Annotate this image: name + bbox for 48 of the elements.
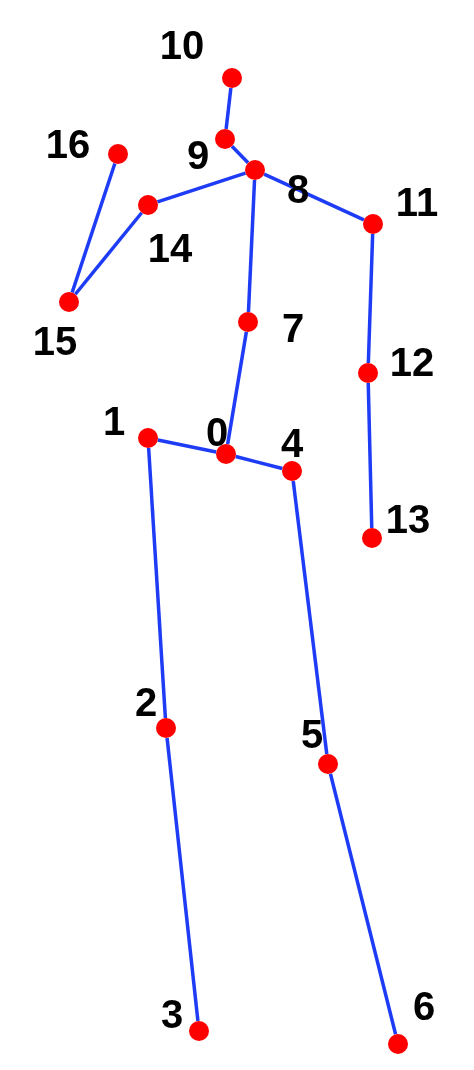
keypoint-dot	[189, 1021, 209, 1041]
connector-line	[165, 737, 200, 1022]
keypoint-number: 12	[389, 342, 435, 382]
connector-line	[230, 144, 250, 165]
connector-line	[157, 438, 217, 454]
keypoint-number: 0	[205, 412, 229, 452]
keypoint-dot	[108, 144, 128, 164]
connector-line	[224, 87, 233, 130]
connector-line	[328, 773, 398, 1035]
connector-line	[246, 179, 257, 313]
connector-line	[291, 480, 329, 755]
connector-line	[156, 171, 247, 204]
keypoint-dot	[156, 718, 176, 738]
connector-line	[146, 447, 168, 719]
keypoint-number: 3	[160, 994, 184, 1034]
keypoint-dot	[222, 68, 242, 88]
connector-line	[73, 211, 144, 296]
keypoint-number: 16	[45, 124, 91, 164]
keypoint-dot	[138, 195, 158, 215]
keypoint-dot	[318, 754, 338, 774]
connector-line	[366, 382, 374, 529]
keypoint-dot	[388, 1034, 408, 1054]
keypoint-number: 1	[102, 401, 126, 441]
keypoint-dot	[363, 214, 383, 234]
keypoint-number: 9	[186, 135, 210, 175]
keypoint-number: 2	[134, 682, 158, 722]
keypoint-dot	[138, 428, 158, 448]
keypoint-dot	[59, 292, 79, 312]
connector-line	[225, 331, 249, 445]
keypoint-number: 4	[280, 423, 304, 463]
keypoint-dot	[245, 160, 265, 180]
connector-line	[70, 162, 117, 294]
keypoint-dot	[215, 129, 235, 149]
keypoint-dot	[216, 444, 236, 464]
keypoint-dot	[358, 363, 378, 383]
keypoint-dot	[282, 461, 302, 481]
keypoint-number: 7	[281, 308, 305, 348]
keypoint-number: 13	[385, 499, 431, 539]
keypoint-number: 6	[412, 986, 436, 1026]
keypoint-number: 10	[159, 25, 205, 65]
keypoint-number: 14	[147, 228, 193, 268]
keypoint-dot	[362, 528, 382, 548]
keypoint-number: 5	[300, 714, 324, 754]
keypoint-number: 15	[32, 321, 78, 361]
connector-line	[366, 233, 375, 364]
keypoint-dot	[238, 312, 258, 332]
keypoint-number: 11	[395, 182, 439, 222]
connector-line	[235, 454, 283, 471]
